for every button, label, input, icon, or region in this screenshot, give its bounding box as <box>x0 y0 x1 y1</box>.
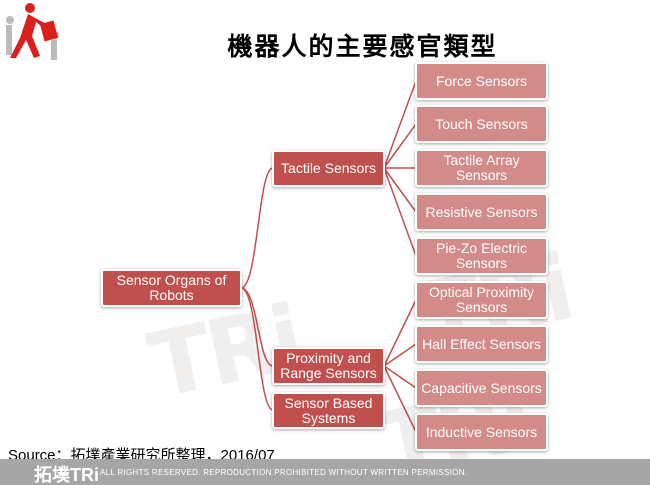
copyright-text: ALL RIGHTS RESERVED. REPRODUCTION PROHIB… <box>100 468 468 477</box>
footer-logo: 拓墣TRi <box>34 465 99 485</box>
branch-sensor-based-systems: Sensor Based Systems <box>272 392 385 429</box>
leaf-piezo-electric-sensors: Pie-Zo Electric Sensors <box>415 237 548 275</box>
runner-logo-icon <box>6 3 59 60</box>
leaf-hall-effect-sensors: Hall Effect Sensors <box>415 325 548 363</box>
page-title: 機器人的主要感官類型 <box>227 32 498 61</box>
leaf-optical-proximity-sensors: Optical Proximity Sensors <box>415 281 548 319</box>
branch-proximity-range-sensors: Proximity and Range Sensors <box>272 347 385 385</box>
leaf-capacitive-sensors: Capacitive Sensors <box>415 369 548 407</box>
leaf-touch-sensors: Touch Sensors <box>415 105 548 143</box>
branch-tactile-sensors: Tactile Sensors <box>272 150 385 187</box>
leaf-inductive-sensors: Inductive Sensors <box>415 413 548 451</box>
leaf-tactile-array-sensors: Tactile Array Sensors <box>415 149 548 187</box>
leaf-resistive-sensors: Resistive Sensors <box>415 193 548 231</box>
root-node: Sensor Organs of Robots <box>101 269 242 307</box>
leaf-force-sensors: Force Sensors <box>415 62 548 100</box>
footer-bar: 拓墣TRi ALL RIGHTS RESERVED. REPRODUCTION … <box>0 459 650 485</box>
